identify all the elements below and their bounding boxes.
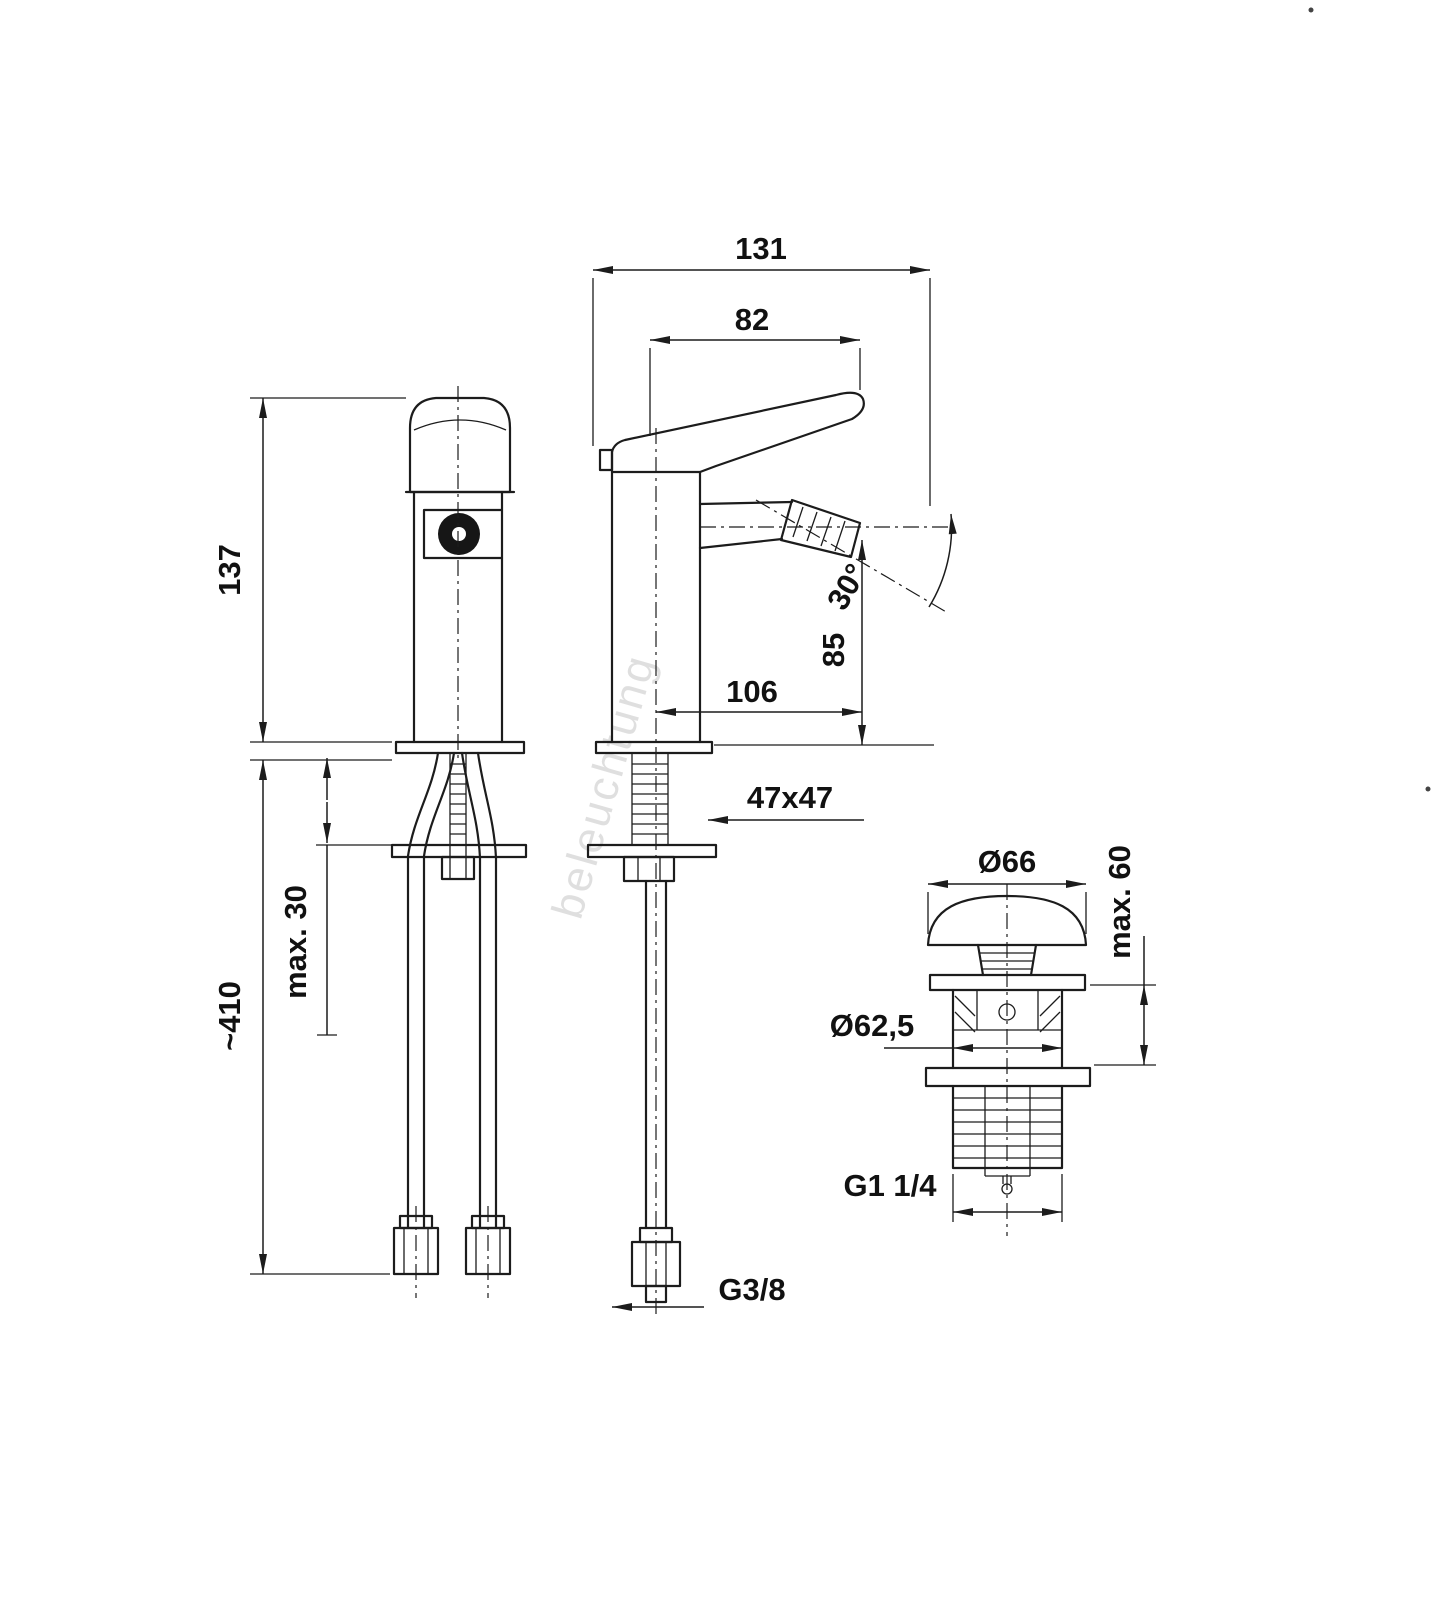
side-base <box>594 740 714 755</box>
dim-label-30deg: 30° <box>820 558 874 616</box>
dim-drain-max60: max. 60 <box>1090 845 1156 1066</box>
dim-label-dia66: Ø66 <box>978 844 1037 879</box>
front-mounting-plate <box>390 843 528 859</box>
page-speck <box>1425 786 1431 792</box>
dim-side-30deg: 30° <box>820 558 874 616</box>
page-speck <box>1308 7 1314 13</box>
front-hoses <box>406 751 498 1230</box>
dim-label-g38: G3/8 <box>718 1272 785 1307</box>
front-handle <box>408 396 512 494</box>
dim-front-max30: max. 30 <box>278 758 392 1036</box>
dim-label-410: ~410 <box>212 981 247 1051</box>
dim-label-131: 131 <box>735 231 787 266</box>
side-lever <box>610 391 865 474</box>
side-view-faucet <box>586 391 957 1314</box>
dim-drain-625: Ø62,5 <box>830 1008 1062 1052</box>
dim-side-47x47: 47x47 <box>708 780 864 824</box>
dim-side-82: 82 <box>649 302 861 436</box>
side-aerator <box>779 498 862 559</box>
front-base <box>394 740 526 755</box>
drain-bottom-flange <box>924 1066 1092 1088</box>
dim-label-47x47: 47x47 <box>747 780 833 815</box>
dim-side-131: 131 <box>592 231 931 506</box>
drain-valve-detail <box>924 884 1092 1236</box>
dim-label-82: 82 <box>735 302 769 337</box>
dim-label-dia625: Ø62,5 <box>830 1008 914 1043</box>
dim-side-106: 106 <box>656 674 862 716</box>
front-view-faucet <box>390 386 528 1298</box>
dim-label-106: 106 <box>726 674 778 709</box>
dim-label-g114: G1 1/4 <box>843 1168 937 1203</box>
side-supply-pipe <box>644 879 668 1230</box>
dim-drain-g114: G1 1/4 <box>843 1168 1063 1222</box>
front-body <box>412 490 504 744</box>
side-body <box>610 470 702 744</box>
dim-label-max60: max. 60 <box>1102 845 1137 959</box>
dim-side-85: 85 <box>714 540 934 746</box>
dim-drain-66: Ø66 <box>927 844 1087 934</box>
dim-label-85: 85 <box>816 633 851 667</box>
dim-label-max30: max. 30 <box>278 885 313 999</box>
dim-side-g38: G3/8 <box>612 1272 786 1311</box>
dim-label-137: 137 <box>212 544 247 596</box>
dim-front-hose-410: ~410 <box>212 759 392 1275</box>
dim-front-height-137: 137 <box>212 397 406 743</box>
